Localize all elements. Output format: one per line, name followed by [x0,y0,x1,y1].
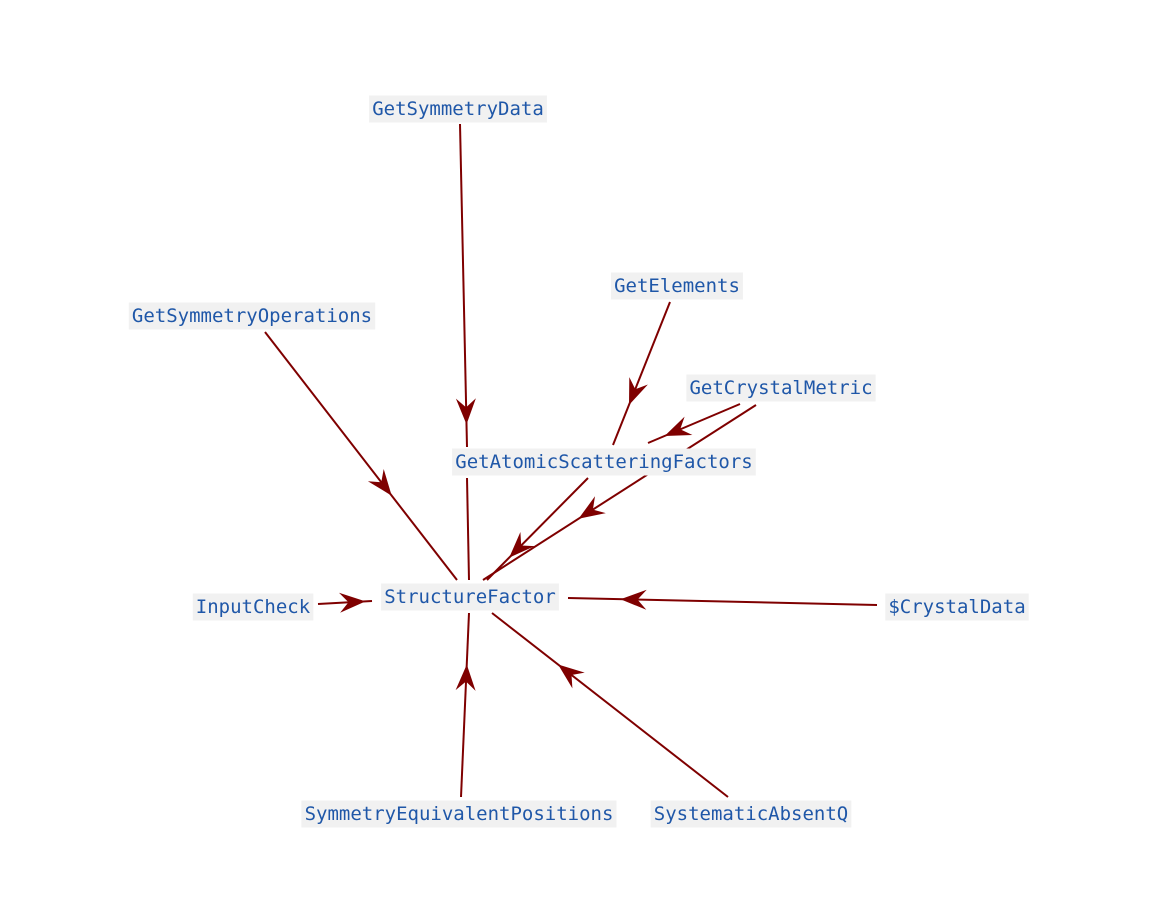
edge-line [486,477,589,581]
node-label: StructureFactor [384,586,556,608]
node-label: InputCheck [196,596,311,618]
arrowhead-icon [620,589,647,610]
node-label: SymmetryEquivalentPositions [305,803,614,825]
node-background [369,95,547,123]
edge-line [264,331,458,581]
node-label: GetAtomicScatteringFactors [455,451,752,473]
edge-SystematicAbsentQ-to-StructureFactor [491,612,729,798]
node-background [885,593,1029,621]
edge-GetCrystalMetric-to-StructureFactor [482,404,757,581]
edge-GetCrystalMetric-to-GetAtomicScatteringFactors [647,403,741,444]
edge-line [612,301,671,446]
arrowhead-icon [455,398,476,425]
node-GetSymmetryOperations[interactable]: GetSymmetryOperations [128,302,376,330]
node-background [686,374,876,402]
arrowhead-icon [367,469,392,496]
node-GetElements[interactable]: GetElements [611,272,743,300]
edge-GetElements-to-GetAtomicScatteringFactors [612,301,671,446]
node-CrystalData[interactable]: $CrystalData [885,593,1029,621]
edges-layer [264,123,878,798]
arrowhead-icon [664,416,693,436]
node-background [381,583,559,611]
edge-InputCheck-to-StructureFactor [317,592,373,613]
node-background [611,272,743,300]
node-label: $CrystalData [888,596,1025,618]
node-StructureFactor[interactable]: StructureFactor [381,583,559,611]
node-label: GetSymmetryOperations [132,305,372,327]
node-GetSymmetryData[interactable]: GetSymmetryData [369,95,547,123]
edge-GetSymmetryOperations-to-StructureFactor [264,331,458,581]
node-GetAtomicScatteringFactors[interactable]: GetAtomicScatteringFactors [452,448,756,476]
node-background [452,448,756,476]
node-label: GetElements [614,275,740,297]
node-background [650,800,852,828]
node-InputCheck[interactable]: InputCheck [192,593,314,621]
edge-GetAtomicScatteringFactors-to-StructureFactor [486,477,589,581]
edge-line [491,612,729,798]
edge-GetSymmetryData-to-GetAtomicScatteringFactors [455,123,476,448]
edge-SymmetryEquivalentPositions-to-StructureFactor [455,612,476,798]
node-label: GetCrystalMetric [689,377,872,399]
arrowhead-icon [455,664,476,691]
node-label: GetSymmetryData [372,98,544,120]
edge-CrystalData-to-StructureFactor [567,589,878,610]
arrowhead-icon [509,532,535,558]
arrowhead-icon [578,496,606,519]
edge-line [647,403,741,444]
arrowhead-icon [629,377,648,405]
arrowhead-icon [558,664,585,689]
edge-line [459,123,468,448]
node-SystematicAbsentQ[interactable]: SystematicAbsentQ [650,800,852,828]
node-background [192,593,314,621]
arrowhead-icon [339,592,366,613]
node-label: SystematicAbsentQ [654,803,848,825]
node-background [301,800,617,828]
edge-line [567,597,878,606]
node-SymmetryEquivalentPositions[interactable]: SymmetryEquivalentPositions [301,800,617,828]
node-background [128,302,376,330]
edge-line [482,404,757,581]
node-GetCrystalMetric[interactable]: GetCrystalMetric [686,374,876,402]
edge-line [460,612,470,798]
edge-line [466,477,470,581]
